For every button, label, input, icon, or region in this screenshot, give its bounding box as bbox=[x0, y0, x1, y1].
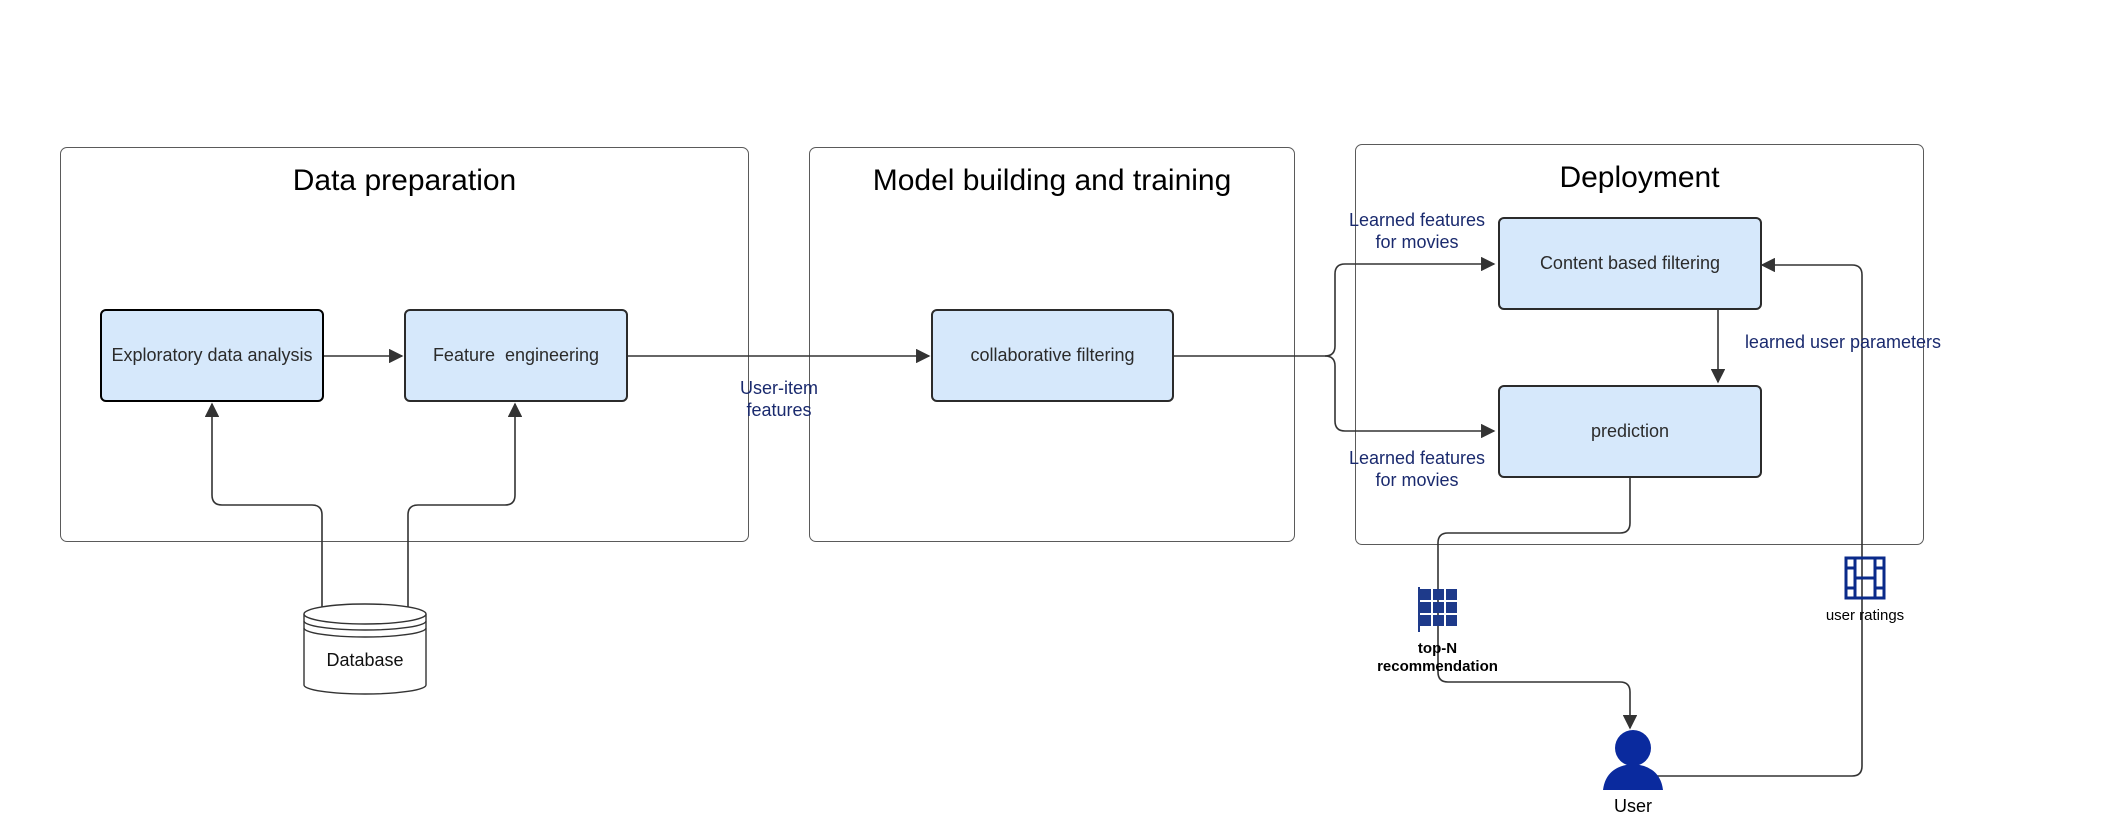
label-user: User bbox=[1613, 796, 1652, 816]
box-prediction: prediction bbox=[1498, 385, 1762, 478]
label-learned-bottom-line2: for movies bbox=[1375, 470, 1459, 490]
label-user-item-line1: User-item bbox=[739, 378, 818, 398]
label-user-item-features: User-item features bbox=[709, 377, 849, 421]
panel-data-preparation: Data preparation bbox=[60, 147, 749, 542]
edge-split-to-cbf bbox=[1324, 256, 1496, 357]
label-learned-top-line2: for movies bbox=[1375, 232, 1459, 252]
label-top-n-line2: recommendation bbox=[1377, 658, 1498, 675]
label-user-item-line2: features bbox=[746, 400, 812, 420]
box-collaborative-filtering: collaborative filtering bbox=[931, 309, 1174, 402]
database-icon bbox=[303, 603, 427, 695]
panel-title-deployment: Deployment bbox=[1559, 161, 1720, 194]
label-learned-top-line1: Learned features bbox=[1348, 210, 1486, 230]
box-exploratory-data-analysis: Exploratory data analysis bbox=[100, 309, 324, 402]
label-learned-bottom-line1: Learned features bbox=[1348, 448, 1486, 468]
label-learned-user-parameters: learned user parameters bbox=[1744, 332, 1942, 352]
label-top-n-line1: top-N bbox=[1417, 640, 1458, 657]
user-icon bbox=[1603, 730, 1663, 790]
label-user-ratings: user ratings bbox=[1825, 607, 1905, 624]
edge-db-to-eda bbox=[204, 402, 323, 610]
panel-title-data-preparation: Data preparation bbox=[292, 164, 517, 197]
panel-title-model-building: Model building and training bbox=[872, 164, 1232, 197]
panel-model-building: Model building and training bbox=[809, 147, 1295, 542]
label-learned-features-top: Learned features for movies bbox=[1337, 209, 1497, 253]
box-content-based-filtering: Content based filtering bbox=[1498, 217, 1762, 310]
film-icon bbox=[1844, 556, 1886, 600]
edge-db-to-fe bbox=[407, 402, 523, 610]
label-database: Database bbox=[326, 650, 404, 670]
grid-icon bbox=[1418, 587, 1457, 632]
edge-user-to-cbf bbox=[1655, 257, 1863, 777]
panel-deployment: Deployment bbox=[1355, 144, 1924, 545]
box-feature-engineering: Feature engineering bbox=[404, 309, 628, 402]
label-top-n-recommendation: top-N recommendation bbox=[1360, 640, 1515, 676]
edge-pred-to-user bbox=[1437, 478, 1638, 730]
edge-split-to-pred bbox=[1324, 355, 1496, 439]
label-learned-features-bottom: Learned features for movies bbox=[1337, 447, 1497, 491]
